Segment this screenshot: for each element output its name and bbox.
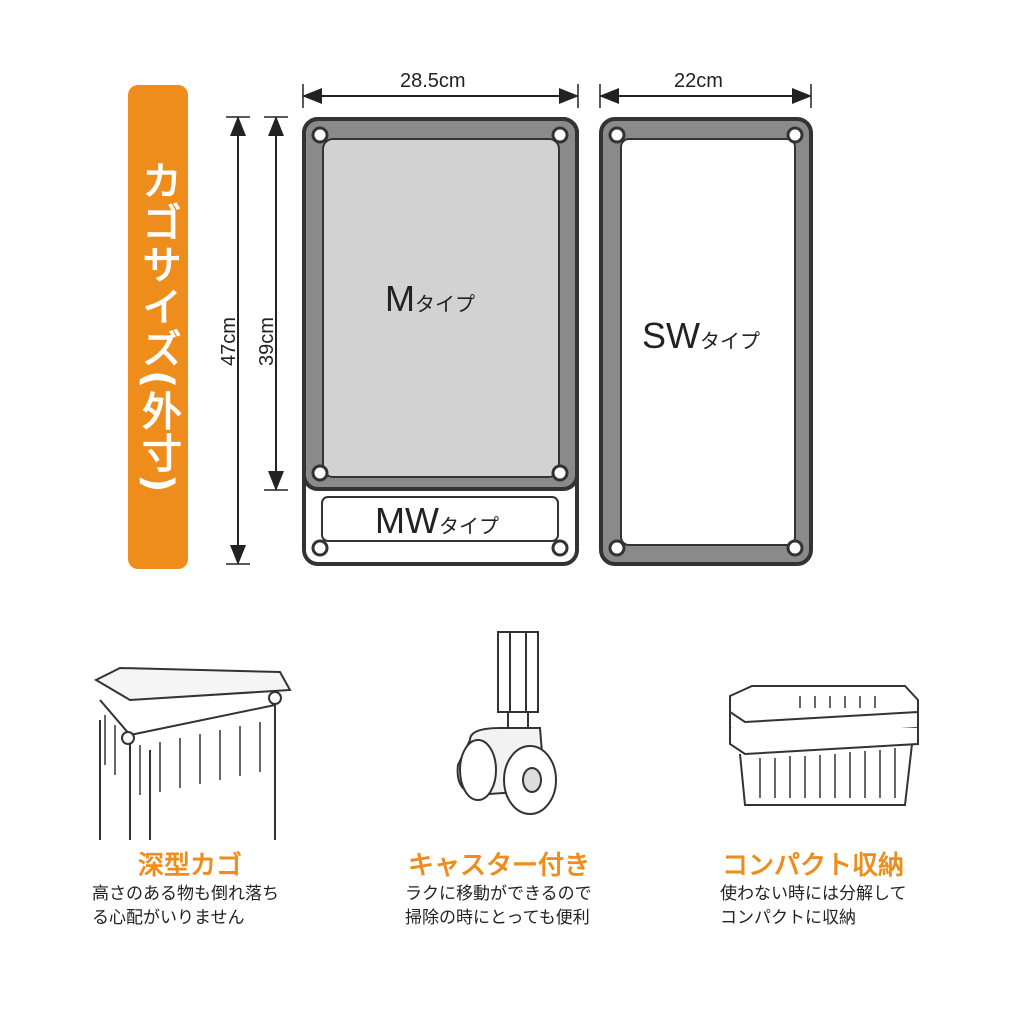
feature-desc-deep-basket: 高さのある物も倒れ落ちる心配がいりません (92, 882, 279, 930)
stacked-baskets-illustration (729, 685, 919, 806)
m-type-label: Mタイプ (385, 278, 475, 320)
sw-type-suffix: タイプ (700, 331, 760, 353)
desc-line: る心配がいりません (92, 908, 245, 928)
m-type-suffix: タイプ (415, 294, 475, 316)
feature-title-compact: コンパクト収納 (722, 851, 905, 881)
dim-sw-width-label: 22cm (674, 70, 723, 92)
sw-panel (599, 117, 813, 566)
dim-m-height-label: 39cm (255, 317, 278, 366)
dim-m-width-label: 28.5cm (400, 70, 466, 92)
deep-basket-illustration (93, 666, 292, 840)
m-mw-panel (302, 117, 579, 566)
heading-text: カゴサイズ(外寸) (135, 159, 181, 495)
feature-desc-caster: ラクに移動ができるので掃除の時にとっても便利 (405, 882, 592, 930)
desc-line: ラクに移動ができるので (405, 884, 592, 904)
desc-line: 使わない時には分解して (720, 884, 907, 904)
basket-size-heading: カゴサイズ(外寸) (128, 85, 188, 569)
mw-type-suffix: タイプ (438, 516, 499, 538)
m-type-name: M (385, 278, 415, 319)
desc-line: 掃除の時にとっても便利 (405, 908, 590, 928)
desc-line: コンパクトに収納 (720, 908, 856, 928)
sw-type-label: SWタイプ (642, 315, 760, 357)
feature-title-deep-basket: 深型カゴ (138, 851, 243, 881)
mw-type-label: MWタイプ (375, 500, 499, 542)
caster-illustration (456, 631, 557, 815)
sw-type-name: SW (642, 315, 700, 356)
feature-desc-compact: 使わない時には分解してコンパクトに収納 (720, 882, 907, 930)
feature-title-caster: キャスター付き (408, 851, 591, 881)
mw-type-name: MW (375, 500, 439, 541)
dim-total-height-label: 47cm (217, 317, 240, 366)
desc-line: 高さのある物も倒れ落ち (92, 884, 279, 904)
